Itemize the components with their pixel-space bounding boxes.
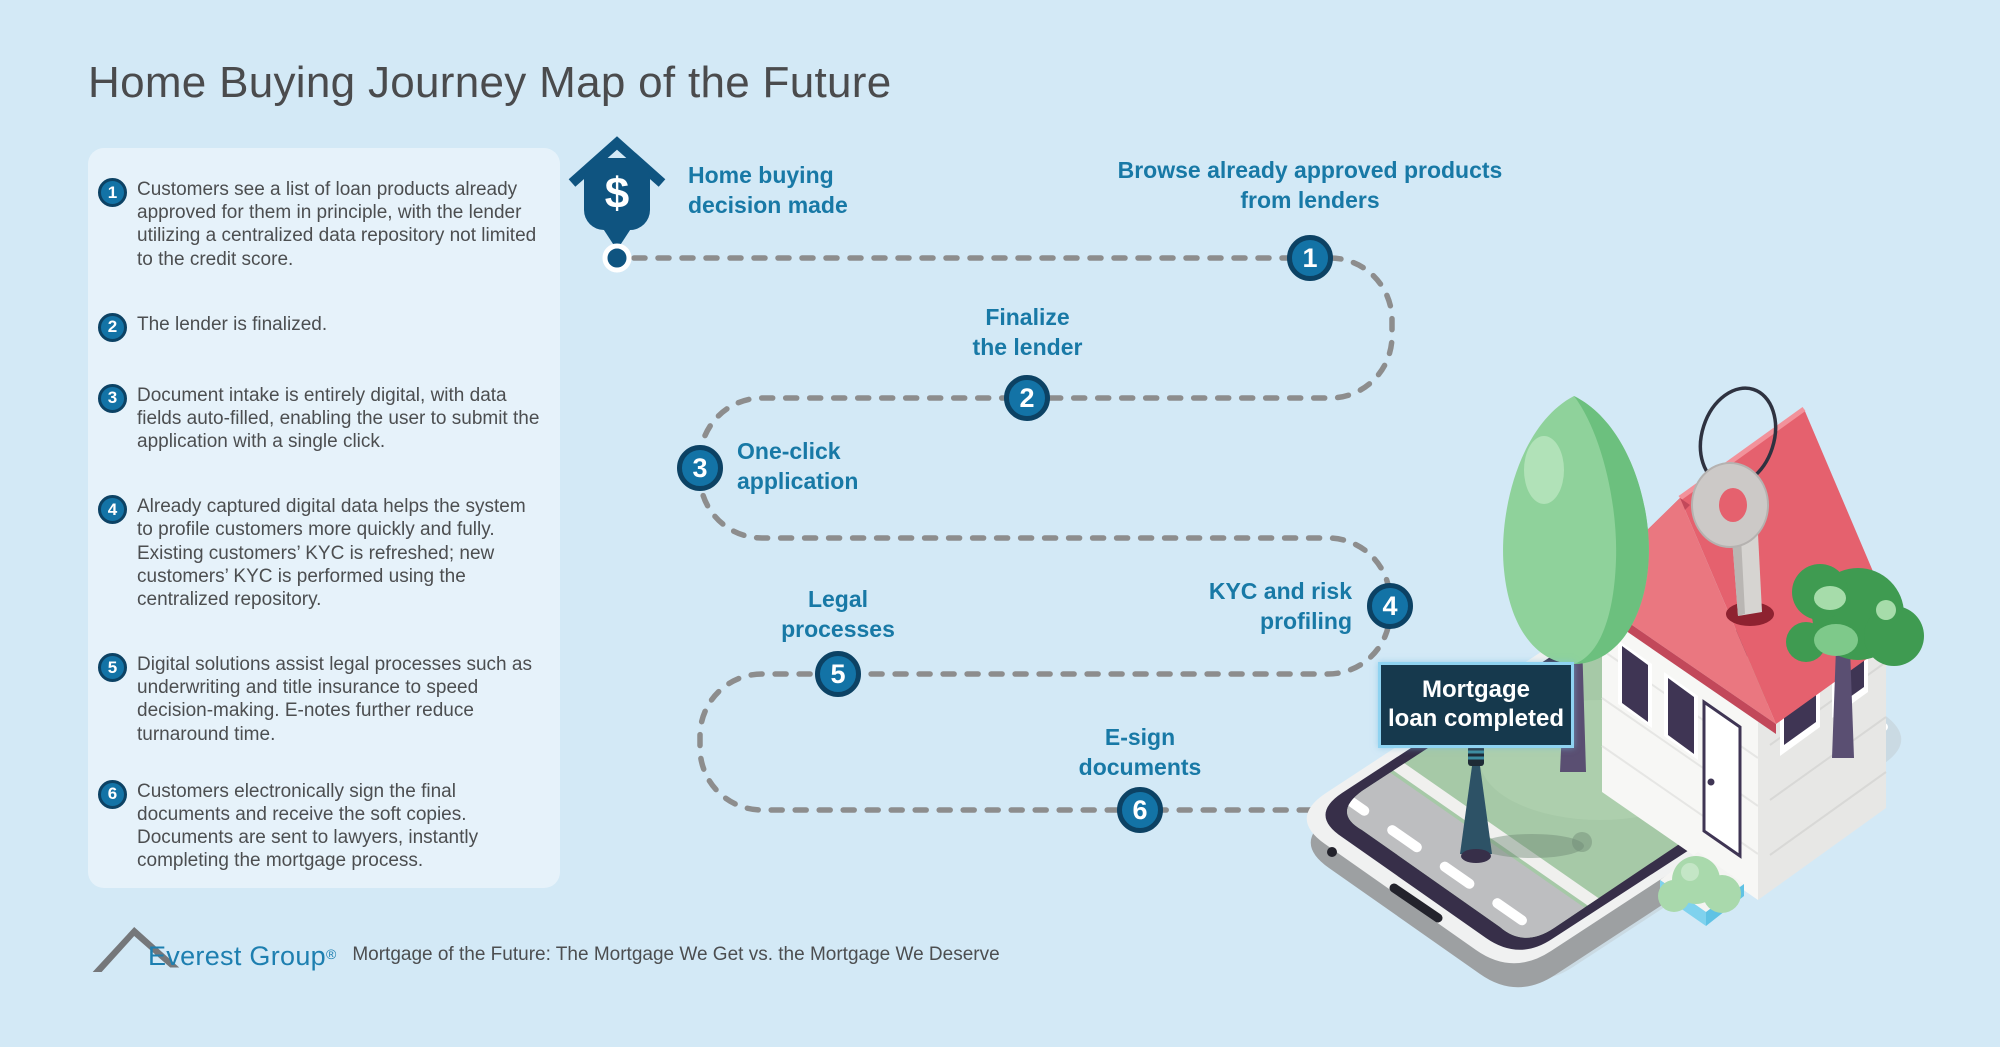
step-number-badge: 6	[98, 779, 127, 809]
side-window	[1836, 636, 1864, 707]
step-number-badge: 4	[98, 495, 127, 525]
key-ring-icon	[1698, 386, 1778, 488]
step-item-3: 3 Document intake is entirely digital, w…	[98, 383, 542, 454]
roof-right-plane	[1680, 409, 1900, 724]
key-icon	[1691, 386, 1778, 626]
roof-trim	[1584, 592, 1776, 734]
step-text: Customers see a list of loan products al…	[137, 179, 537, 270]
speaker-slot	[1389, 883, 1443, 923]
step-text: Already captured digital data helps the …	[137, 496, 526, 610]
phone-house-illustration	[1306, 386, 1924, 988]
step-text: Customers electronically sign the final …	[137, 780, 479, 872]
porch	[1660, 852, 1744, 912]
label-home-buying-decision: Home buying decision made	[688, 162, 848, 219]
mic-hole	[1327, 847, 1337, 857]
street-lamp-icon	[1460, 746, 1492, 863]
registered-mark: ®	[325, 946, 337, 962]
water-strip	[1766, 703, 1840, 788]
label-one-click-application: One-click application	[737, 438, 859, 495]
phone-side	[1310, 602, 1884, 988]
step-item-1: 1 Customers see a list of loan products …	[98, 178, 542, 271]
step-text: Digital solutions assist legal processes…	[137, 654, 532, 745]
step-text: Document intake is entirely digital, wit…	[137, 384, 540, 453]
step-item-4: 4 Already captured digital data helps th…	[98, 495, 542, 611]
step-number-badge: 1	[98, 178, 127, 207]
side-window	[1784, 671, 1816, 745]
dollar-pin-icon: $	[568, 136, 666, 250]
journey-node-5: 5	[815, 651, 861, 697]
steps-panel: 1 Customers see a list of loan products …	[88, 148, 560, 888]
phone-bezel	[1325, 592, 1860, 950]
mountain-logo-icon	[92, 927, 180, 972]
lawn	[1347, 605, 1840, 938]
step-number-badge: 3	[98, 383, 127, 413]
label-legal-processes: Legal processes	[781, 586, 895, 643]
phone-buttons	[1838, 723, 1888, 761]
label-kyc-risk-profiling: KYC and risk profiling	[1208, 578, 1352, 635]
mortgage-completed-sign: Mortgage loan completed	[1378, 662, 1574, 748]
front-door	[1702, 699, 1742, 859]
journey-node-2: 2	[1004, 375, 1050, 421]
footer-caption: Mortgage of the Future: The Mortgage We …	[352, 944, 1000, 965]
step-number-badge: 2	[98, 312, 127, 342]
front-window	[1622, 646, 1648, 722]
house-side-wall	[1758, 618, 1886, 900]
journey-node-3: 3	[677, 445, 723, 491]
house-front-wall	[1602, 602, 1758, 900]
everest-group-logo: Everest Group ®	[148, 943, 336, 972]
step-item-2: 2 The lender is finalized.	[98, 312, 542, 342]
footer: Everest Group ® Mortgage of the Future: …	[90, 918, 1000, 972]
roof-gable	[1584, 498, 1776, 724]
label-browse-products: Browse already approved products from le…	[1117, 157, 1503, 214]
dollar-symbol: $	[605, 169, 629, 218]
step-text: The lender is finalized.	[137, 313, 328, 335]
step-item-6: 6 Customers electronically sign the fina…	[98, 779, 542, 873]
tree-icon	[1786, 564, 1924, 758]
journey-node-4: 4	[1367, 583, 1413, 629]
label-esign-documents: E-sign documents	[1078, 724, 1202, 781]
phone-shadow	[1328, 594, 1902, 980]
journey-node-6: 6	[1117, 787, 1163, 833]
journey-node-1: 1	[1287, 235, 1333, 281]
bush	[1658, 856, 1741, 913]
step-number-badge: 5	[98, 653, 127, 683]
logo-text: Everest Group	[148, 941, 326, 971]
label-finalize-lender: Finalize the lender	[972, 304, 1083, 361]
house-illustration	[1584, 386, 1900, 926]
step-item-5: 5 Digital solutions assist legal process…	[98, 653, 542, 746]
phone-casing	[1306, 578, 1880, 964]
roof-chevron-icon	[568, 136, 666, 187]
start-dot	[602, 243, 632, 273]
front-window	[1668, 678, 1694, 754]
page-title: Home Buying Journey Map of the Future	[88, 58, 892, 107]
